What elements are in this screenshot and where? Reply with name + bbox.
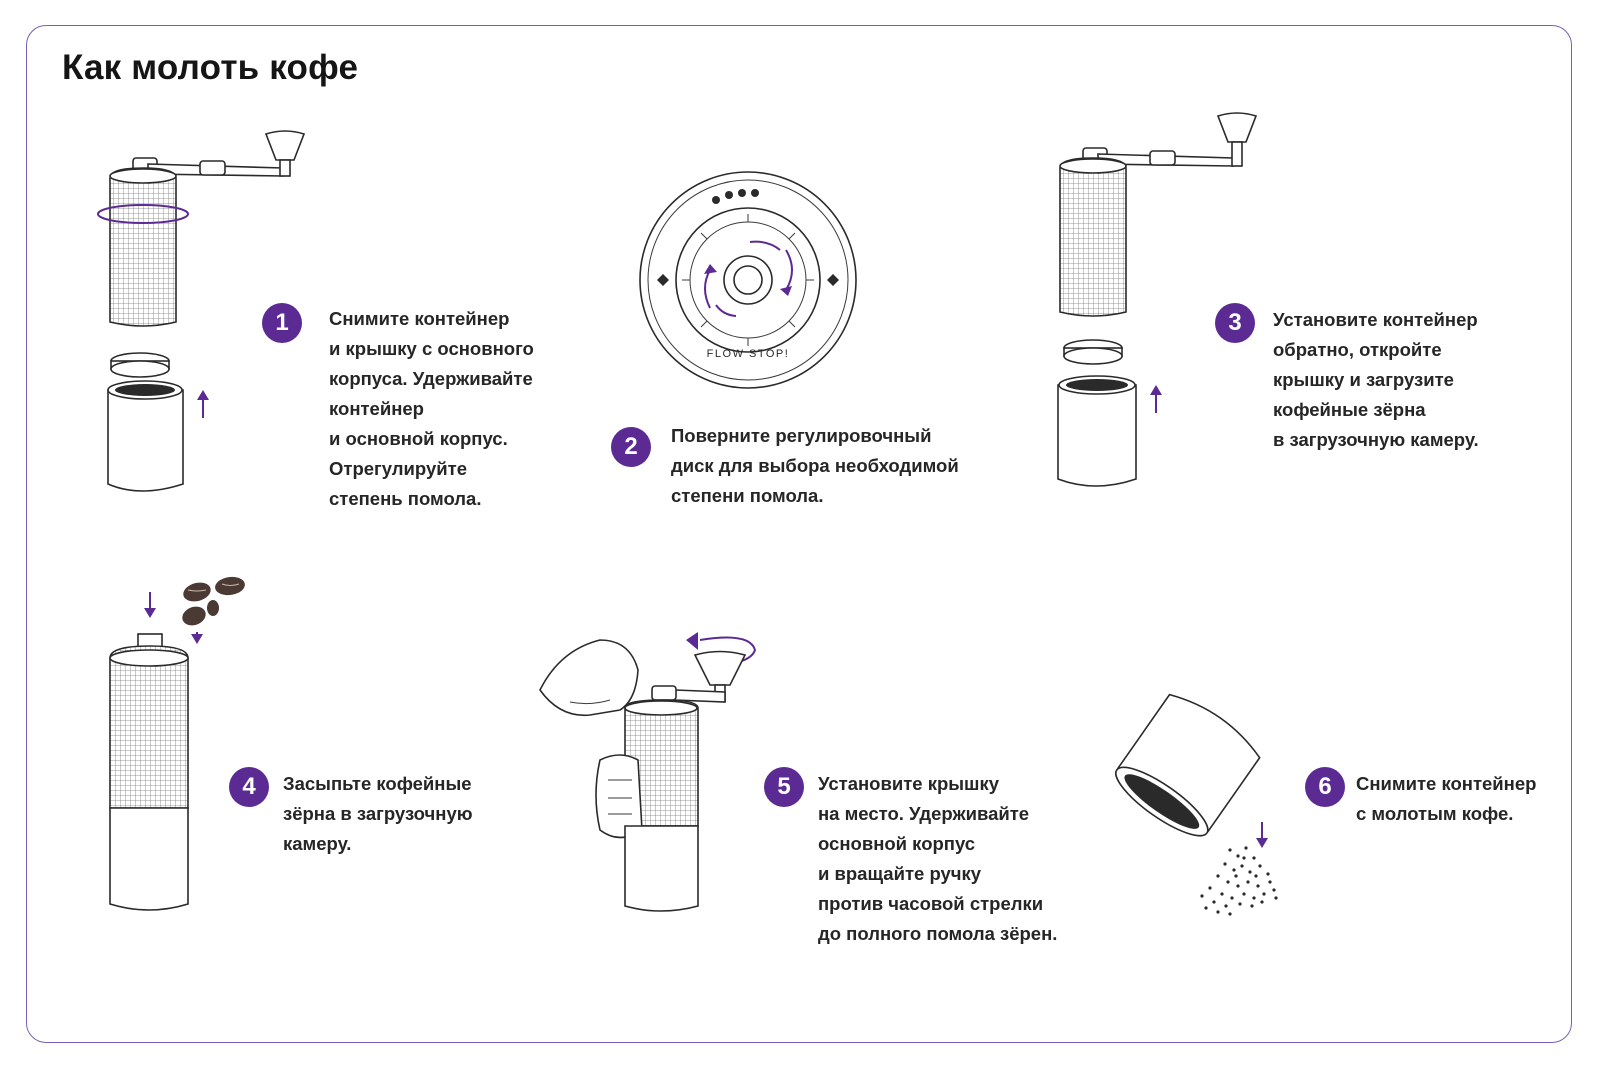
step-4-badge: 4 bbox=[229, 767, 269, 807]
step-2-badge: 2 bbox=[611, 427, 651, 467]
dial-label: FLOW STOP! bbox=[707, 348, 790, 360]
adjustment-dial-illustration: FLOW STOP! bbox=[639, 171, 857, 389]
step-6-text: Снимите контейнер с молотым кофе. bbox=[1356, 773, 1537, 824]
step-5-text: Установите крышку на место. Удерживайте … bbox=[818, 773, 1058, 944]
grinding-illustration bbox=[539, 632, 757, 912]
beans-loading-illustration bbox=[109, 576, 245, 911]
page-title: Как молоть кофе bbox=[62, 48, 359, 87]
ground-coffee-container-illustration bbox=[1115, 693, 1278, 916]
step-2-text: Поверните регулировочный диск для выбора… bbox=[671, 425, 959, 506]
step-3-text: Установите контейнер обратно, откройте к… bbox=[1273, 309, 1479, 450]
step-1-text: Снимите контейнер и крышку с основного к… bbox=[329, 308, 534, 509]
step-6-badge: 6 bbox=[1305, 767, 1345, 807]
grinder-reassembly-illustration bbox=[1057, 112, 1258, 487]
step-1-badge: 1 bbox=[262, 303, 302, 343]
step-3-badge: 3 bbox=[1215, 303, 1255, 343]
step-4-text: Засыпьте кофейные зёрна в загрузочную ка… bbox=[283, 773, 473, 854]
grinder-disassembled-illustration bbox=[97, 130, 306, 492]
page-frame bbox=[26, 25, 1572, 1043]
step-5-badge: 5 bbox=[764, 767, 804, 807]
